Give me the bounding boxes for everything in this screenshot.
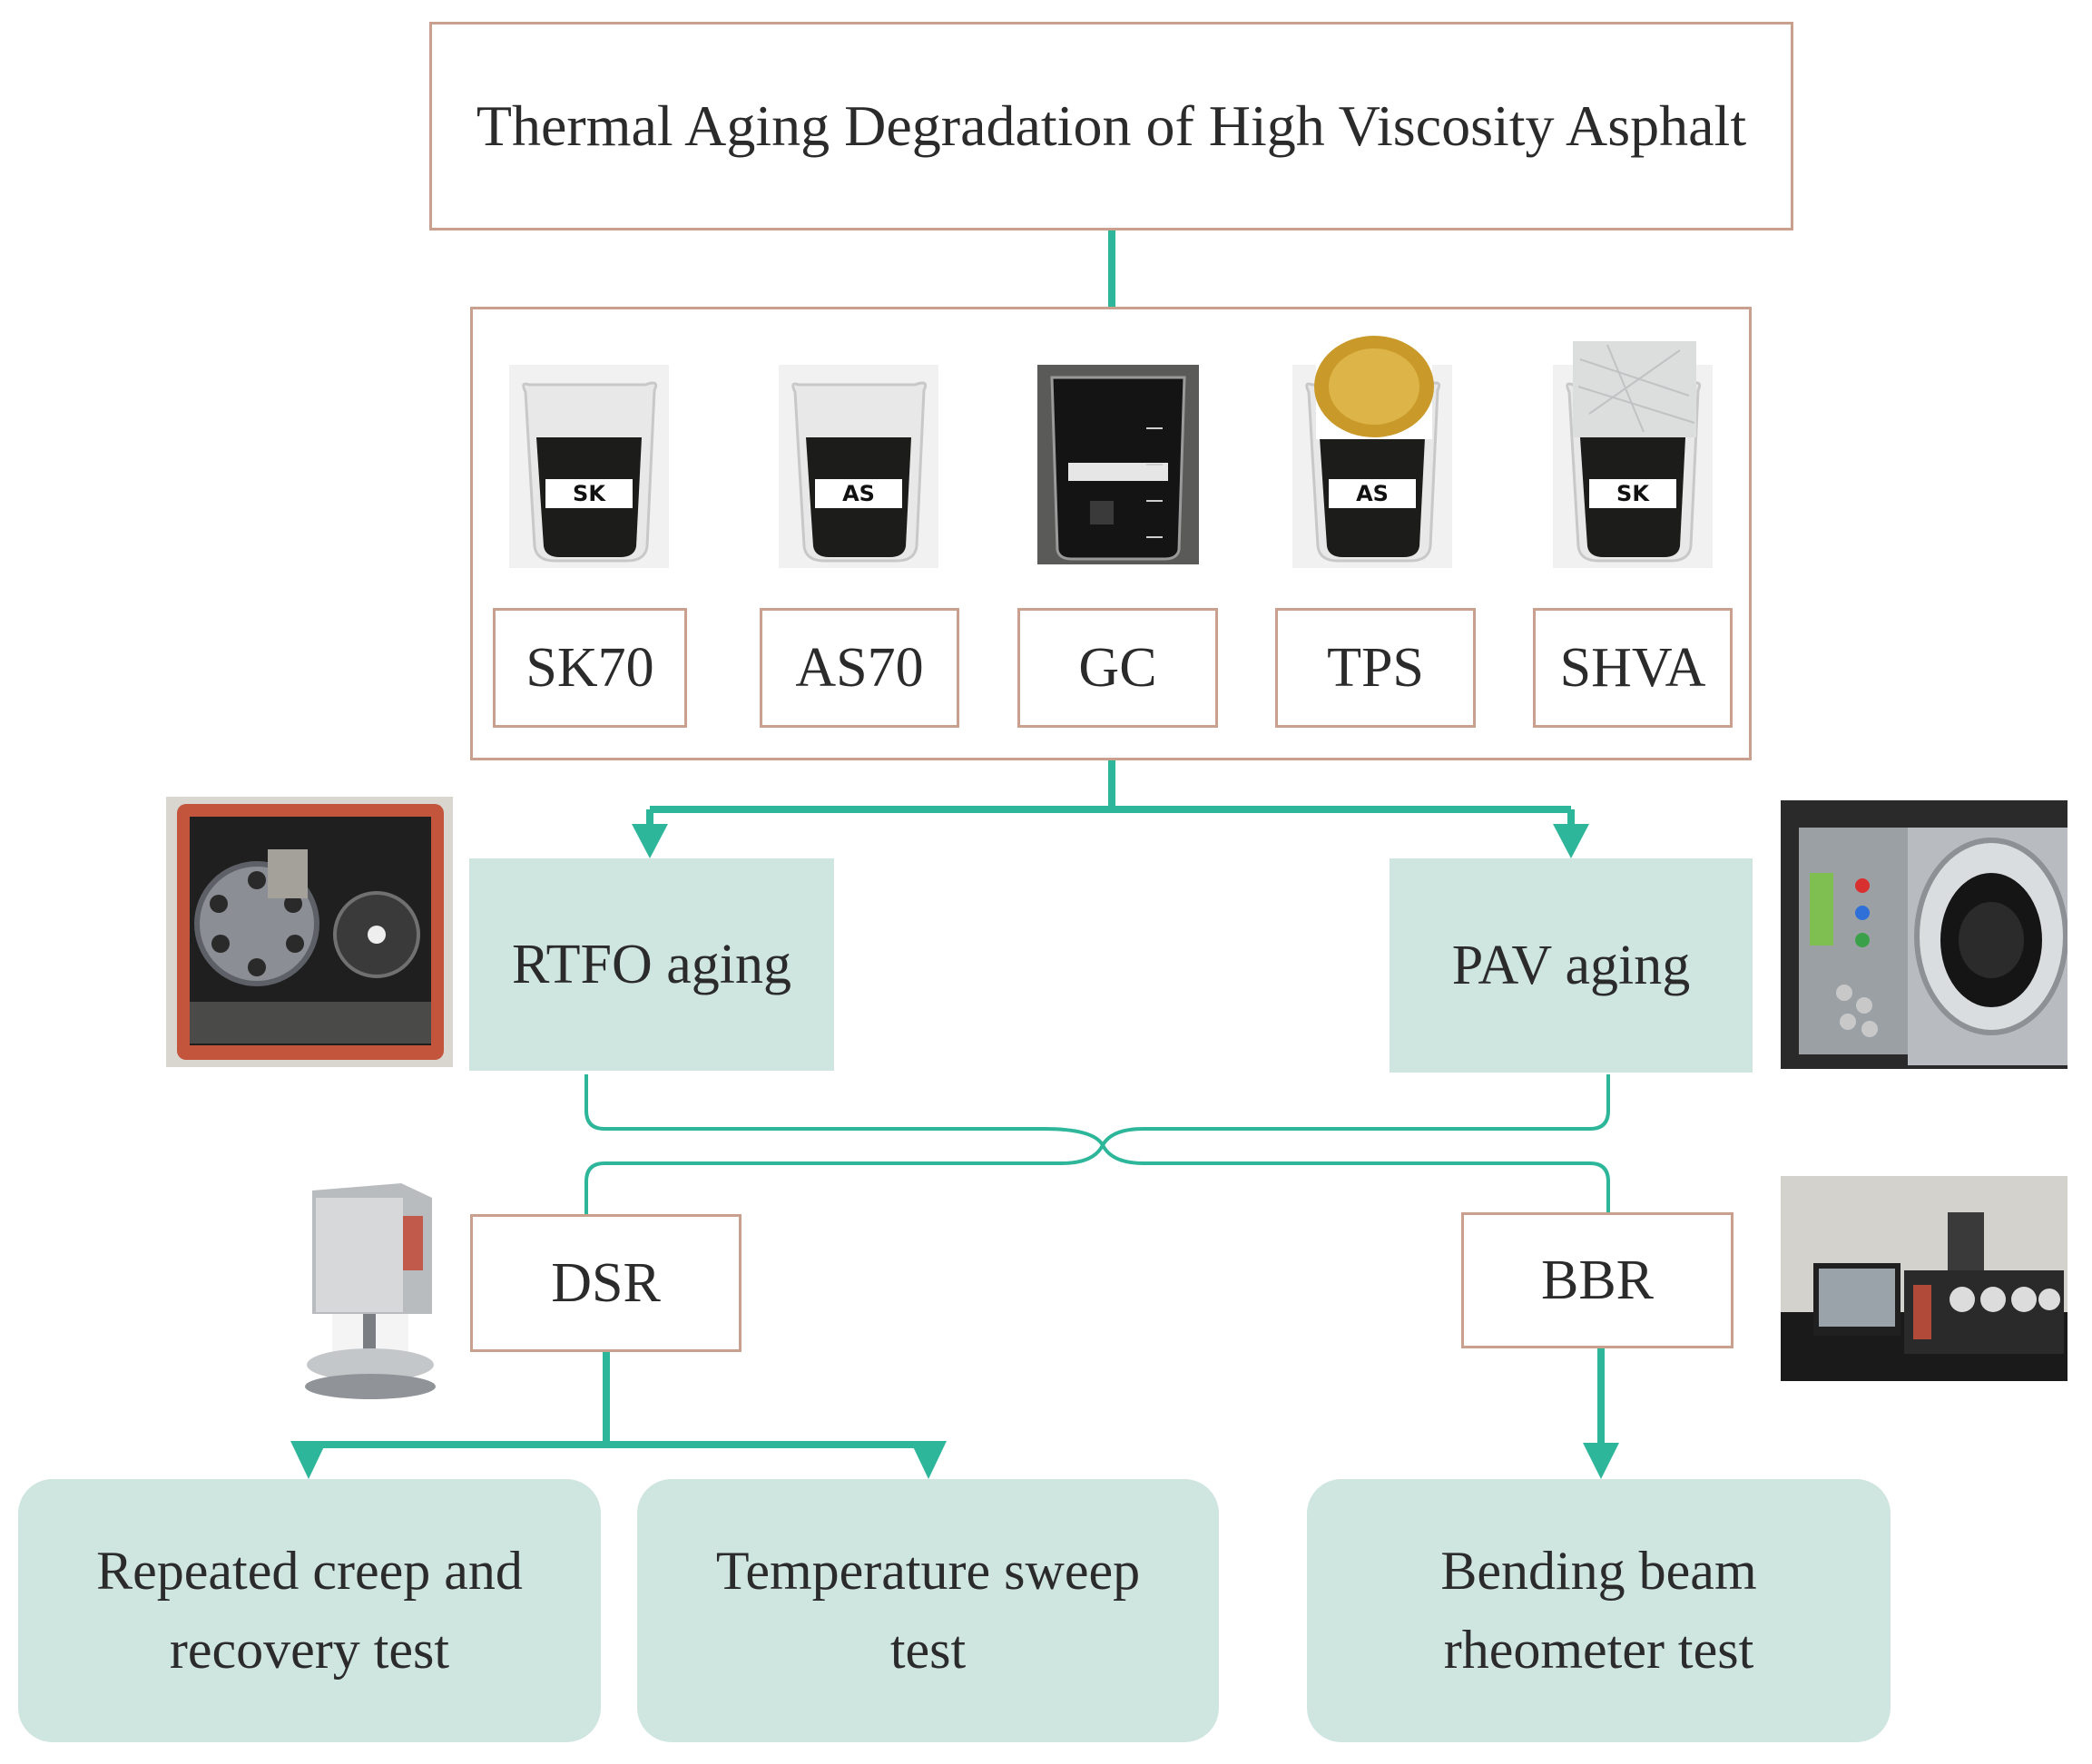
pav-vessel-icon bbox=[1781, 800, 2067, 1069]
arrowhead-temp-sweep bbox=[910, 1441, 947, 1479]
material-box-as70: AS70 bbox=[760, 608, 959, 728]
bbr-label: BBR bbox=[1540, 1249, 1655, 1311]
temperature-sweep-label: Temperature sweep test bbox=[715, 1541, 1141, 1680]
beaker-as-with-pellets-icon bbox=[1292, 332, 1452, 568]
mscr-test-label: Repeated creep and recovery test bbox=[96, 1541, 523, 1680]
beaker-label-tps: AS bbox=[1329, 479, 1416, 508]
beaker-label-as70: AS bbox=[815, 479, 902, 508]
bbr-test-label: Bending beam rheometer test bbox=[1440, 1541, 1757, 1680]
connector-pav-to-dsr bbox=[584, 1074, 1610, 1214]
beaker-label-shva: SK bbox=[1589, 479, 1676, 508]
pav-aging-label: PAV aging bbox=[1451, 934, 1691, 996]
material-label-gc: GC bbox=[1078, 636, 1157, 699]
dsr-label: DSR bbox=[551, 1251, 661, 1314]
material-box-tps: TPS bbox=[1275, 608, 1476, 728]
rtfo-aging-label: RTFO aging bbox=[511, 933, 791, 995]
mscr-test-box: Repeated creep and recovery test bbox=[18, 1479, 601, 1742]
beaker-as-icon bbox=[779, 365, 938, 568]
material-box-sk70: SK70 bbox=[493, 608, 687, 728]
diagram-title: Thermal Aging Degradation of High Viscos… bbox=[476, 93, 1747, 158]
rtfo-oven-icon bbox=[166, 797, 453, 1067]
graduated-beaker-icon bbox=[1037, 365, 1199, 564]
dsr-rheometer-icon bbox=[296, 1178, 445, 1405]
dsr-box: DSR bbox=[470, 1214, 742, 1352]
arrowhead-bbr-test bbox=[1583, 1443, 1619, 1479]
beaker-sk-icon bbox=[509, 365, 669, 568]
connector-rtfo-to-bbr bbox=[584, 1074, 1610, 1212]
material-box-gc: GC bbox=[1017, 608, 1218, 728]
bbr-box: BBR bbox=[1461, 1212, 1734, 1348]
material-label-tps: TPS bbox=[1327, 636, 1424, 699]
material-label-shva: SHVA bbox=[1559, 636, 1706, 699]
material-label-as70: AS70 bbox=[795, 636, 924, 699]
pav-aging-box: PAV aging bbox=[1390, 858, 1753, 1073]
title-box: Thermal Aging Degradation of High Viscos… bbox=[429, 22, 1793, 230]
beaker-sk-with-fiber-icon bbox=[1553, 341, 1713, 568]
arrowhead-mscr bbox=[290, 1441, 327, 1479]
arrowhead-pav bbox=[1553, 824, 1589, 858]
material-label-sk70: SK70 bbox=[525, 636, 654, 699]
rtfo-aging-box: RTFO aging bbox=[469, 858, 834, 1071]
temperature-sweep-box: Temperature sweep test bbox=[637, 1479, 1219, 1742]
bbr-rheometer-icon bbox=[1781, 1176, 2067, 1381]
arrowhead-rtfo bbox=[632, 824, 668, 858]
bbr-test-box: Bending beam rheometer test bbox=[1307, 1479, 1891, 1742]
material-box-shva: SHVA bbox=[1533, 608, 1733, 728]
beaker-label-sk70: SK bbox=[545, 479, 633, 508]
